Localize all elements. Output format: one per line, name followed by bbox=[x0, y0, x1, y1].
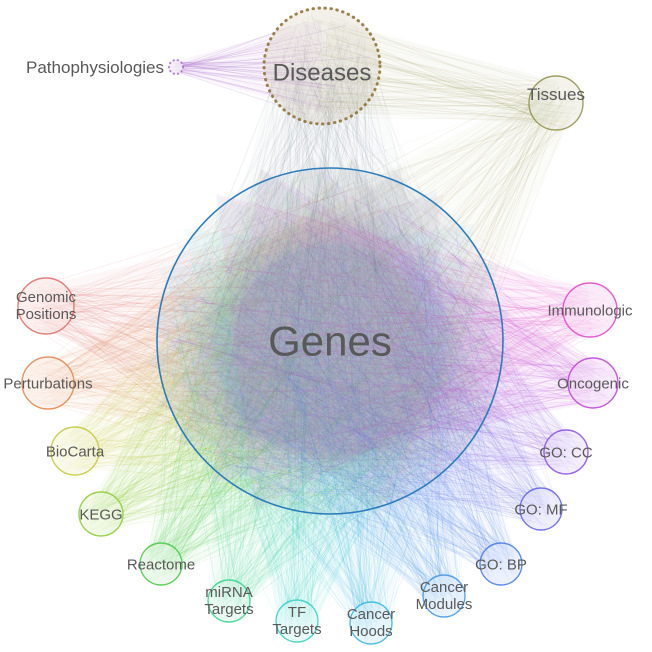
edge-wedge-reactome bbox=[147, 169, 515, 575]
edge-bundles bbox=[20, 13, 616, 643]
edge-wedge-go_bp bbox=[145, 168, 515, 575]
label-pathophysiologies: Pathophysiologies bbox=[26, 58, 164, 77]
node-immunologic[interactable] bbox=[562, 282, 618, 338]
label-tissues: Tissues bbox=[527, 85, 585, 104]
label-diseases: Diseases bbox=[273, 59, 372, 86]
label-go_mf: GO: MF bbox=[514, 501, 567, 518]
node-genomic_positions[interactable] bbox=[17, 277, 75, 335]
edge-wedge-genomic_positions bbox=[43, 194, 444, 511]
node-go_bp[interactable] bbox=[479, 542, 523, 586]
edge-wedge-kegg bbox=[90, 156, 502, 529]
node-go_cc[interactable] bbox=[543, 429, 589, 475]
node-tissues[interactable] bbox=[528, 75, 584, 131]
edge-wedge-biocarta bbox=[67, 157, 481, 469]
nodes bbox=[17, 6, 619, 645]
node-cancer_hoods[interactable] bbox=[349, 601, 393, 645]
label-kegg: KEGG bbox=[79, 506, 122, 523]
edge-wedge-go_cc bbox=[176, 156, 574, 468]
node-kegg[interactable] bbox=[78, 491, 124, 537]
edge-wedge-immunologic bbox=[216, 194, 593, 511]
edge-wedge-perturbations bbox=[44, 169, 448, 485]
node-tf_targets[interactable] bbox=[275, 599, 319, 643]
label-go_cc: GO: CC bbox=[539, 444, 593, 461]
label-biocarta: BioCarta bbox=[46, 443, 105, 460]
label-reactome: Reactome bbox=[127, 556, 195, 573]
edge-wedge-go_mf bbox=[156, 157, 552, 523]
edge-wedge-tf_targets bbox=[183, 227, 500, 623]
edge-wedge-oncogenic bbox=[210, 168, 597, 484]
node-cancer_modules[interactable] bbox=[422, 574, 466, 618]
label-oncogenic: Oncogenic bbox=[557, 375, 629, 392]
node-genes[interactable] bbox=[156, 167, 504, 515]
node-pathophysiologies[interactable] bbox=[168, 59, 184, 75]
label-immunologic: Immunologic bbox=[547, 302, 633, 319]
edge-wedge-pathophysiologies bbox=[175, 19, 323, 113]
node-go_mf[interactable] bbox=[519, 487, 563, 531]
node-diseases[interactable] bbox=[262, 6, 382, 126]
edge-wedge-mirna_targets bbox=[213, 194, 513, 608]
node-reactome[interactable] bbox=[139, 542, 183, 586]
node-oncogenic[interactable] bbox=[567, 357, 619, 409]
label-genes: Genes bbox=[268, 318, 392, 365]
label-go_bp: GO: BP bbox=[475, 556, 527, 573]
edge-wedge-cancer_hoods bbox=[158, 223, 474, 626]
genes-circle-base bbox=[157, 168, 503, 514]
node-biocarta[interactable] bbox=[50, 426, 100, 476]
node-perturbations[interactable] bbox=[21, 356, 75, 410]
edge-wedge-tissues bbox=[149, 88, 572, 520]
label-perturbations: Perturbations bbox=[3, 375, 92, 392]
node-mirna_targets[interactable] bbox=[207, 579, 251, 623]
edge-wedge-cancer_modules bbox=[145, 189, 460, 603]
